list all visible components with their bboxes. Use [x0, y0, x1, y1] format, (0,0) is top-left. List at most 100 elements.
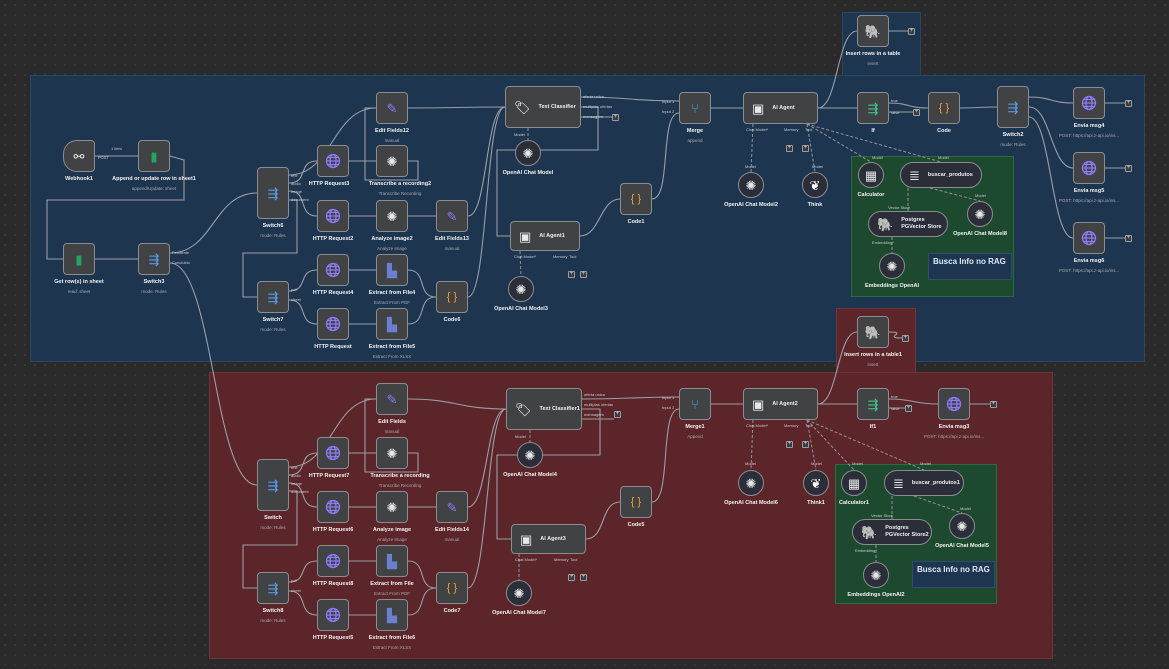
add-node-button[interactable]: +: [1125, 235, 1132, 242]
database-icon: ≣: [909, 167, 920, 183]
add-node-button[interactable]: +: [902, 335, 909, 342]
node-switch7[interactable]: ⇶: [257, 281, 289, 313]
node-postgres-pgvector-store2[interactable]: 🐘Postgres PGVector Store2: [852, 519, 932, 545]
add-node-button[interactable]: +: [580, 574, 587, 581]
port-label: Input 2: [662, 405, 675, 410]
node-code6[interactable]: { }: [436, 281, 468, 313]
add-node-button[interactable]: +: [908, 28, 915, 35]
node-embeddings-openai2[interactable]: ✺: [863, 562, 889, 588]
add-node-button[interactable]: +: [913, 109, 920, 116]
node-http-request2[interactable]: [317, 200, 349, 232]
add-node-button[interactable]: +: [580, 271, 587, 278]
node-extract-from-file4[interactable]: ▙: [376, 254, 408, 286]
node-extract-from-file6[interactable]: ▙: [376, 599, 408, 631]
node-switch[interactable]: ⇶: [257, 459, 289, 511]
node-http-request[interactable]: [317, 308, 349, 340]
node-envia-msg6[interactable]: [1073, 222, 1105, 254]
add-node-button[interactable]: +: [990, 401, 997, 408]
node-buscar-produtos[interactable]: ≣buscar_produtos: [900, 162, 982, 188]
node-envia-msg4[interactable]: [1073, 87, 1105, 119]
add-node-button[interactable]: +: [1125, 100, 1132, 107]
node-openai-chat-model7[interactable]: ✺: [506, 580, 532, 606]
node-openai-chat-model[interactable]: ✺: [515, 140, 541, 166]
add-node-button[interactable]: +: [568, 574, 575, 581]
add-node-button[interactable]: +: [614, 411, 621, 418]
node-code7[interactable]: { }: [436, 572, 468, 604]
node-edit-fields13[interactable]: ✎: [436, 200, 468, 232]
node-analyze-image2[interactable]: ✺: [376, 200, 408, 232]
sticky-note-rag-top[interactable]: Busca Info no RAG: [928, 253, 1012, 280]
node-openai-chat-model5[interactable]: ✺: [949, 513, 975, 539]
add-node-button[interactable]: +: [905, 405, 912, 412]
node-insert-rows-in-a-table1[interactable]: 🐘: [857, 316, 889, 348]
node-openai-chat-model8[interactable]: ✺: [967, 201, 993, 227]
add-node-button[interactable]: +: [802, 145, 809, 152]
node-think1[interactable]: ❦: [803, 470, 829, 496]
node-openai-chat-model6[interactable]: ✺: [738, 470, 764, 496]
node-http-request8[interactable]: [317, 545, 349, 577]
node-extract-from-file5[interactable]: ▙: [376, 308, 408, 340]
node-text-classifier[interactable]: 🏷Text Classifier: [505, 86, 581, 128]
node-http-request5[interactable]: [317, 599, 349, 631]
add-node-button[interactable]: +: [1125, 165, 1132, 172]
port-label: Model: [811, 461, 822, 466]
openai-icon: ✺: [745, 475, 757, 491]
add-node-button[interactable]: +: [802, 441, 809, 448]
node-switch6[interactable]: ⇶: [257, 167, 289, 219]
node-http-request6[interactable]: [317, 491, 349, 523]
node-ai-agent3[interactable]: ▣AI Agent3: [511, 524, 586, 554]
node-code1[interactable]: { }: [620, 183, 652, 215]
node-transcribe-a-recording[interactable]: ✺: [376, 437, 408, 469]
node-switch3[interactable]: ⇶: [138, 243, 170, 275]
node-ai-agent[interactable]: ▣AI Agent: [743, 92, 818, 124]
node-embeddings-openai[interactable]: ✺: [879, 253, 905, 279]
node-subtitle: append/Update: sheet: [131, 185, 177, 191]
node-if[interactable]: ⇶: [857, 92, 889, 124]
node-edit-fields12[interactable]: ✎: [376, 92, 408, 124]
node-ai-agent2[interactable]: ▣AI Agent2: [743, 388, 818, 420]
node-transcribe-a-recording2[interactable]: ✺: [376, 145, 408, 177]
node-analyze-image[interactable]: ✺: [376, 491, 408, 523]
node-get-row-s-in-sheet[interactable]: ▮: [63, 243, 95, 275]
node-envia-msg5[interactable]: [1073, 152, 1105, 184]
node-if1[interactable]: ⇶: [857, 388, 889, 420]
node-append-or-update-row-in-sheet1[interactable]: ▮: [138, 140, 170, 172]
node-envia-msg3[interactable]: [938, 388, 970, 420]
node-label: If1: [869, 424, 877, 430]
node-openai-chat-model2[interactable]: ✺: [738, 172, 764, 198]
node-switch2[interactable]: ⇶: [997, 86, 1029, 128]
node-label: Embeddings OpenAI: [864, 283, 920, 289]
node-think[interactable]: ❦: [802, 172, 828, 198]
node-webhook1[interactable]: ⚯: [63, 140, 95, 172]
node-merge1[interactable]: ⑂: [679, 388, 711, 420]
node-edit-fields14[interactable]: ✎: [436, 491, 468, 523]
add-node-button[interactable]: +: [786, 145, 793, 152]
node-http-request4[interactable]: [317, 254, 349, 286]
node-extract-from-file[interactable]: ▙: [376, 545, 408, 577]
add-node-button[interactable]: +: [786, 441, 793, 448]
node-openai-chat-model3[interactable]: ✺: [508, 276, 534, 302]
node-edit-fields[interactable]: ✎: [376, 383, 408, 415]
node-insert-rows-in-a-table[interactable]: 🐘: [857, 15, 889, 47]
node-code5[interactable]: { }: [620, 486, 652, 518]
node-calculator[interactable]: ▦: [858, 162, 884, 188]
node-buscar-produtos1[interactable]: ≣buscar_produtos1: [884, 470, 964, 496]
node-merge[interactable]: ⑂: [679, 92, 711, 124]
globe-icon: [325, 262, 341, 278]
node-calculator1[interactable]: ▦: [841, 470, 867, 496]
add-node-button[interactable]: +: [612, 114, 619, 121]
add-node-button[interactable]: +: [568, 271, 575, 278]
node-label: Calculator: [857, 192, 885, 198]
node-postgres-pgvector-store[interactable]: 🐘Postgres PGVector Store: [868, 211, 948, 237]
node-ai-agent1[interactable]: ▣AI Agent1: [510, 221, 580, 251]
sticky-note-rag-bottom[interactable]: Busca Info no RAG: [912, 561, 995, 588]
node-http-request3[interactable]: [317, 145, 349, 177]
node-code[interactable]: { }: [928, 92, 960, 124]
node-text-classifier1[interactable]: 🏷Text Classifier1: [506, 388, 582, 430]
node-openai-chat-model4[interactable]: ✺: [517, 442, 543, 468]
node-switch8[interactable]: ⇶: [257, 572, 289, 604]
node-http-request7[interactable]: [317, 437, 349, 469]
